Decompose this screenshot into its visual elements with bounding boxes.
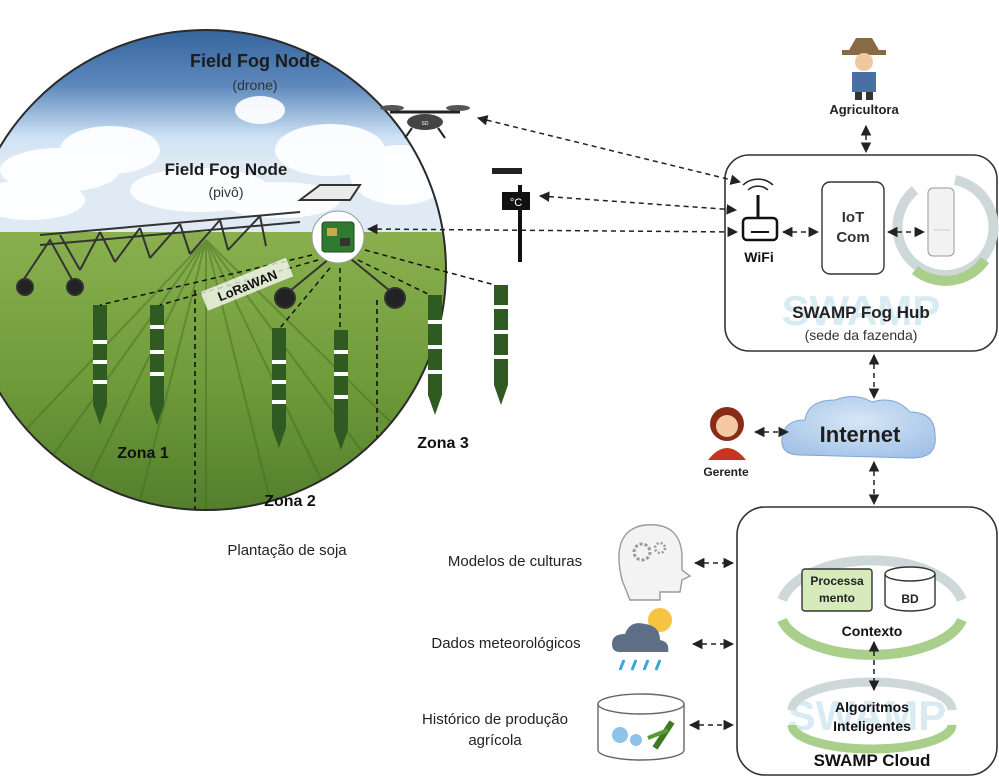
processing-box <box>801 568 873 612</box>
cloud-watermark: SWAMP <box>788 692 947 739</box>
soil-probe <box>272 328 286 448</box>
field-circle-border <box>0 29 447 511</box>
manager-avatar-icon <box>708 407 746 460</box>
soil-probe <box>334 330 348 450</box>
production-history-icon <box>597 693 685 761</box>
hub-subtitle: (sede da fazenda) <box>805 327 918 343</box>
production-history-line2: agrícola <box>468 732 522 749</box>
farmer-label: Agricultora <box>829 102 899 117</box>
hub-title: SWAMP Fog Hub <box>792 303 930 322</box>
pivot-gateway-icon <box>311 210 365 264</box>
soil-probes <box>93 285 508 450</box>
manager-label: Gerente <box>703 465 749 479</box>
drone-node-subtitle: (drone) <box>232 77 277 93</box>
processing-line1: Processa <box>810 574 864 588</box>
weather-data-label: Dados meteorológicos <box>431 635 580 652</box>
zone-2-label: Zona 2 <box>264 493 316 510</box>
crop-models-icon <box>618 524 692 601</box>
thermometer-label: °C <box>510 197 522 209</box>
internet-label: Internet <box>820 422 901 447</box>
field-caption: Plantação de soja <box>227 542 347 559</box>
zone-3-label: Zona 3 <box>417 435 469 452</box>
soy-field <box>0 232 446 510</box>
crop-models-label: Modelos de culturas <box>448 553 582 570</box>
farmer-avatar-icon <box>842 38 886 100</box>
database-icon <box>884 566 936 612</box>
center-pivot-icon <box>16 184 406 309</box>
context-label: Contexto <box>842 623 903 639</box>
soil-probe <box>428 295 442 415</box>
algorithms-line1: Algoritmos <box>835 699 909 715</box>
wifi-router-icon <box>741 178 779 242</box>
soil-probe <box>93 305 107 425</box>
hub-server-icon <box>927 187 955 257</box>
drone-node-title: Field Fog Node <box>190 51 320 71</box>
hub-cycle-arrow <box>892 175 999 280</box>
iot-com-module <box>821 181 885 275</box>
wifi-label: WiFi <box>744 249 773 265</box>
iot-com-line2: Com <box>836 229 869 246</box>
processing-line2: mento <box>819 591 855 605</box>
weather-station-icon: °C <box>492 168 530 262</box>
production-history-line1: Histórico de produção <box>422 711 568 728</box>
connectors <box>366 115 926 731</box>
drone-icon: SD <box>380 105 470 139</box>
bd-label: BD <box>901 592 919 606</box>
pivot-node-subtitle: (pivô) <box>208 184 243 200</box>
pivot-to-wifi-link <box>366 223 739 238</box>
internet-cloud: Internet <box>781 396 936 459</box>
cloud-title: SWAMP Cloud <box>814 751 931 770</box>
iot-com-line1: IoT <box>842 209 865 226</box>
context-cycle-arrow <box>777 555 967 603</box>
fog-hub-box: SWAMP WiFi IoT Com SWAMP Fog Hub (sede d… <box>724 154 999 352</box>
pivot-node-title: Field Fog Node <box>165 160 288 179</box>
station-to-wifi-link <box>538 191 738 215</box>
cloud-box: SWAMP Processa mento BD Contexto Algorit… <box>736 506 998 776</box>
svg-text:SD: SD <box>422 121 429 127</box>
algorithms-line2: Inteligentes <box>833 718 911 734</box>
weather-data-icon <box>612 608 672 671</box>
field-circle: SD °C Field Fog Node (drone <box>0 29 530 511</box>
soil-probe <box>150 305 164 425</box>
hub-watermark: SWAMP <box>782 287 941 334</box>
soil-probe <box>494 285 508 405</box>
zone-1-label: Zona 1 <box>117 445 169 462</box>
